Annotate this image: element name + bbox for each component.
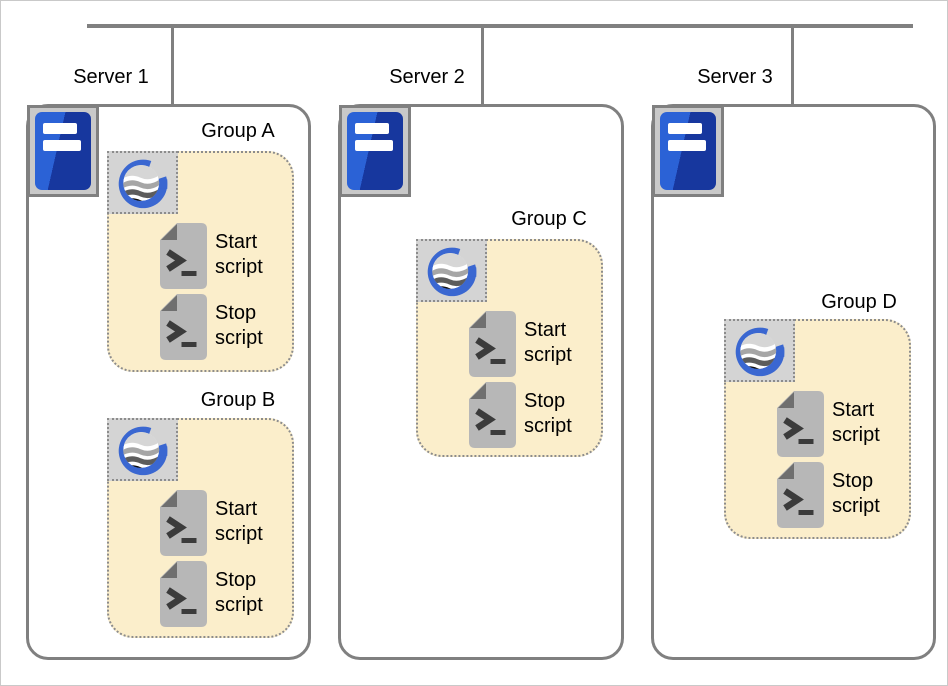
- stop-script-label: Stop script: [524, 390, 572, 437]
- network-drop-line-3: [791, 28, 794, 104]
- group-a-label: Group A: [201, 120, 275, 142]
- server-1-label: Server 1: [73, 66, 149, 88]
- cluster-logo-frame: [107, 418, 178, 481]
- script-file-icon: [160, 490, 207, 556]
- network-trunk-line: [87, 24, 913, 28]
- start-script-label: Start script: [832, 399, 880, 446]
- server-icon: [27, 105, 99, 197]
- stop-script-label: Stop script: [832, 470, 880, 517]
- group-d-label: Group D: [821, 291, 897, 313]
- group-c-label: Group C: [511, 208, 587, 230]
- group-a-box: Start script Stop script: [107, 151, 294, 372]
- script-file-icon: [160, 294, 207, 360]
- server-2-label: Server 2: [389, 66, 465, 88]
- server-3-label: Server 3: [697, 66, 773, 88]
- script-file-icon: [777, 462, 824, 528]
- stop-script-label: Stop script: [215, 569, 263, 616]
- start-script-label: Start script: [215, 231, 263, 278]
- script-file-icon: [469, 311, 516, 377]
- cluster-logo-icon: [732, 324, 788, 378]
- server-icon: [652, 105, 724, 197]
- group-b-label: Group B: [200, 389, 276, 411]
- server-icon-glyph: [660, 112, 716, 190]
- script-file-icon: [160, 561, 207, 627]
- group-c-box: Start script Stop script: [416, 239, 603, 457]
- cluster-logo-icon: [115, 423, 171, 477]
- script-file-icon: [160, 223, 207, 289]
- cluster-logo-icon: [115, 156, 171, 210]
- server-icon-glyph: [347, 112, 403, 190]
- server-icon-glyph: [35, 112, 91, 190]
- script-file-icon: [469, 382, 516, 448]
- cluster-logo-frame: [416, 239, 487, 302]
- server-icon: [339, 105, 411, 197]
- network-drop-line-1: [171, 28, 174, 104]
- group-d-box: Start script Stop script: [724, 319, 911, 539]
- network-drop-line-2: [481, 28, 484, 104]
- group-b-box: Start script Stop script: [107, 418, 294, 638]
- stop-script-label: Stop script: [215, 302, 263, 349]
- cluster-logo-icon: [424, 244, 480, 298]
- start-script-label: Start script: [215, 498, 263, 545]
- script-file-icon: [777, 391, 824, 457]
- cluster-logo-frame: [107, 151, 178, 214]
- cluster-logo-frame: [724, 319, 795, 382]
- start-script-label: Start script: [524, 319, 572, 366]
